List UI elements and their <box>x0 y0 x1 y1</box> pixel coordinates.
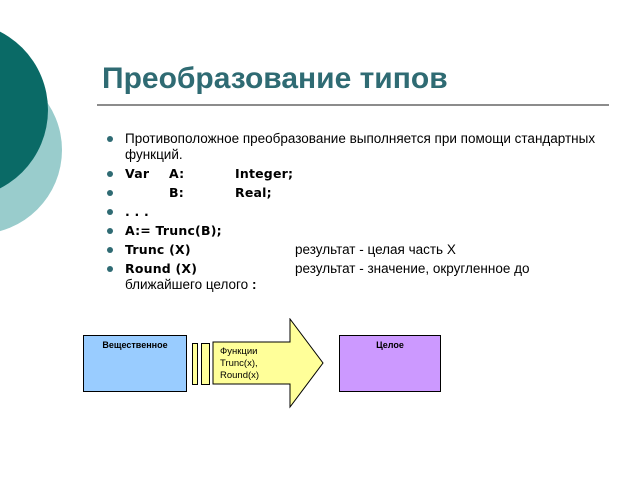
arrow-label: Функции Trunc(x), Round(x) <box>220 346 300 382</box>
bullet-text: Противоположное преобразование выполняет… <box>125 131 596 162</box>
var-type: Real; <box>235 185 272 200</box>
func-name: Trunc (X) <box>125 242 191 257</box>
colon-text: : <box>251 277 257 292</box>
func-desc: результат - значение, округленное до бли… <box>125 261 530 292</box>
decorative-circles <box>0 31 62 232</box>
func-name: Round (X) <box>125 261 198 276</box>
var-type: Integer; <box>235 166 294 181</box>
bullet-item: Var A: Integer; <box>104 166 604 182</box>
func-desc: результат - целая часть X <box>295 242 456 257</box>
slide-title: Преобразование типов <box>102 62 448 95</box>
ellipsis-text: . . . <box>125 204 149 219</box>
bullet-item: B: Real; <box>104 185 604 201</box>
var-keyword: Var <box>125 166 150 181</box>
connector-bar <box>201 343 210 385</box>
real-type-box: Вещественное <box>83 335 187 392</box>
bullet-item: Противоположное преобразование выполняет… <box>104 131 604 163</box>
arrow-label-line: Функции <box>220 346 258 357</box>
dark-circle <box>0 31 48 189</box>
var-name: B: <box>169 185 184 200</box>
integer-type-box: Целое <box>339 335 441 392</box>
bullet-list: Противоположное преобразование выполняет… <box>104 131 604 296</box>
real-type-label: Вещественное <box>102 340 168 350</box>
bullet-item: Trunc (X) результат - целая часть X <box>104 242 604 258</box>
title-divider <box>97 104 609 106</box>
arrow-shape <box>212 318 324 409</box>
connector-bar <box>192 343 198 385</box>
code-statement: A:= Trunc(B); <box>125 223 222 238</box>
bullet-item: . . . <box>104 204 604 220</box>
arrow-label-line: Round(x) <box>220 370 260 381</box>
arrow-label-line: Trunc(x), <box>220 358 258 369</box>
integer-type-label: Целое <box>376 340 404 350</box>
var-name: A: <box>169 166 185 181</box>
conversion-arrow <box>212 318 324 409</box>
bullet-item: A:= Trunc(B); <box>104 223 604 239</box>
bullet-item: Round (X)результат - значение, округленн… <box>104 261 604 293</box>
